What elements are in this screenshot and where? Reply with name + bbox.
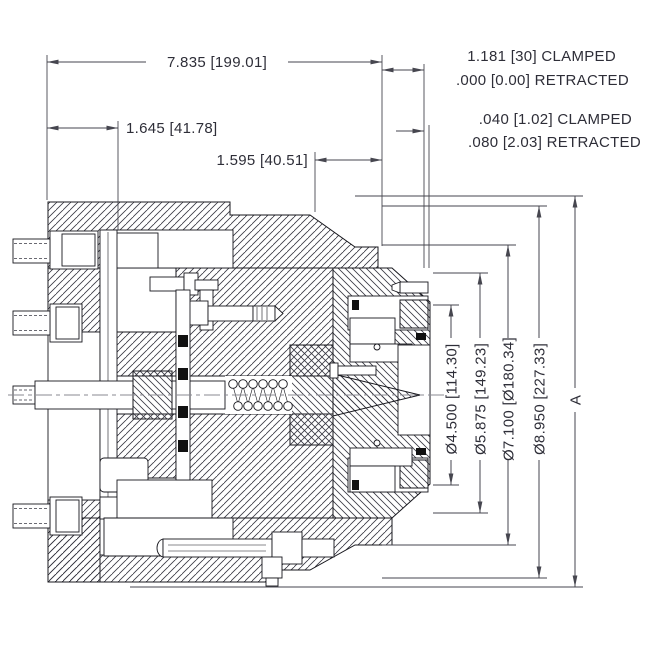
bolt-b-tip (274, 304, 284, 323)
dim-gap-clamped-label: .040 [1.02] CLAMPED (479, 111, 632, 128)
dim-dia2: Ø5.875 [149.23] (472, 273, 489, 513)
dim-dia1: Ø4.500 [114.30] (443, 305, 460, 485)
dim-dia2-label: Ø5.875 [149.23] (472, 343, 489, 455)
stud2-head (55, 306, 80, 340)
bolt-r-shaft (399, 281, 429, 294)
stud3-head (55, 499, 80, 533)
mounting-studs (12, 230, 99, 536)
stud3-stub (12, 503, 51, 529)
seals (178, 300, 426, 490)
stud1-stub (12, 238, 51, 264)
dim-overall: 7.835 [199.01] (47, 54, 382, 71)
dim-front-label: 1.595 [40.51] (217, 152, 308, 169)
stud2-stub (12, 310, 51, 336)
stud1-head (61, 233, 96, 267)
dim-dia4-label: Ø8.950 [227.33] (531, 343, 548, 455)
extension-lines (46, 55, 583, 588)
dim-rear: 1.645 [41.78] (47, 120, 217, 137)
dim-rear-label: 1.645 [41.78] (126, 120, 217, 137)
dowel-lower (373, 439, 381, 447)
dim-stroke: 1.181 [30] CLAMPED .000 [0.00] RETRACTED (382, 48, 629, 89)
upper-gland (399, 299, 429, 329)
bolt-r-tip (391, 281, 401, 294)
dim-gap-retracted-label: .080 [2.03] RETRACTED (468, 134, 641, 151)
dimensions: 7.835 [199.01] 1.645 [41.78] 1.595 [40.5… (46, 48, 641, 588)
center-bore (397, 344, 431, 436)
bolt-b-head (187, 300, 209, 326)
cavities-and-plates (47, 229, 431, 557)
dowel-upper (373, 343, 381, 351)
bottom-pin-assembly (156, 531, 335, 587)
dim-dia3: Ø7.100 [Ø180.34] (500, 245, 517, 545)
internal-bolts (149, 272, 429, 379)
dim-dia1-label: Ø4.500 [114.30] (443, 344, 460, 455)
dim-stroke-clamped-label: 1.181 [30] CLAMPED (467, 48, 616, 65)
pin-fitting (261, 556, 283, 579)
dim-datum-label: A (567, 395, 584, 405)
pin-rod (337, 365, 377, 376)
dim-front: 1.595 [40.51] (217, 152, 382, 169)
dim-gap: .040 [1.02] CLAMPED .080 [2.03] RETRACTE… (396, 111, 641, 151)
bolt-a-shaft (149, 276, 185, 292)
screw-v-head (194, 279, 219, 291)
upper-carrier (349, 317, 396, 345)
flange-mid-plate (47, 331, 101, 501)
pin-collar (329, 362, 339, 379)
dim-dia3-label: Ø7.100 [Ø180.34] (500, 337, 517, 461)
spring-wire-sections (228, 379, 293, 411)
bolt-b-thread (252, 305, 276, 322)
lower-cavity-c (116, 479, 213, 519)
pin-stub (301, 538, 335, 558)
dim-overall-label: 7.835 [199.01] (167, 54, 267, 71)
top-bolt-head (109, 232, 159, 269)
pin-shaft (162, 538, 273, 558)
lower-carrier-lip (349, 447, 413, 467)
pin-fitting-head (265, 577, 279, 587)
dim-datum: A (567, 196, 584, 587)
dim-dia4: Ø8.950 [227.33] (531, 206, 548, 578)
dim-stroke-retracted-label: .000 [0.00] RETRACTED (456, 72, 629, 89)
bolt-b-shaft (207, 305, 254, 322)
